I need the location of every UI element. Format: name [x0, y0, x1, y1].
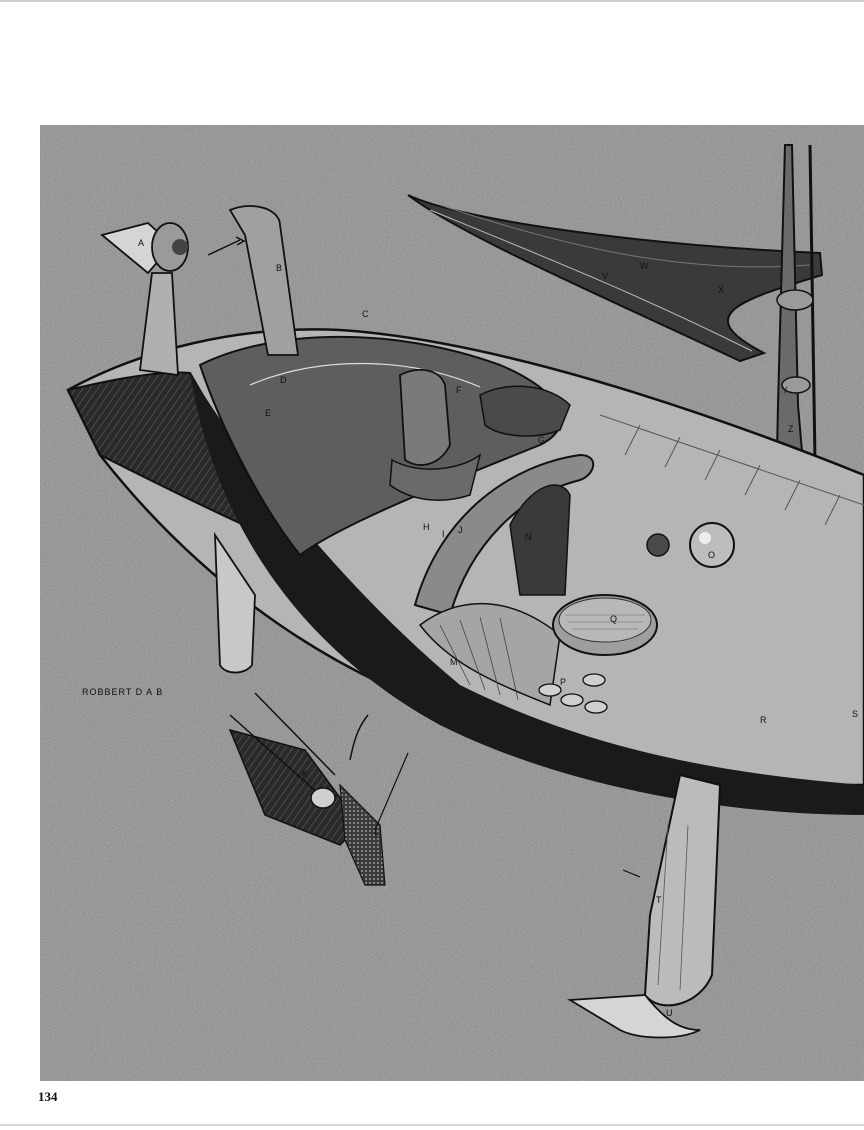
callout-z: Z	[788, 424, 794, 434]
callout-u: U	[666, 1008, 673, 1018]
page-number: 134	[38, 1089, 58, 1104]
callout-o: O	[708, 550, 715, 560]
bottom-rule	[0, 1124, 864, 1126]
cabin-floor	[418, 602, 561, 707]
callout-q: Q	[610, 614, 617, 624]
callout-labels: A B C D E F G H I J K L M N O P Q R S T …	[138, 238, 858, 1018]
pilot-seat	[399, 368, 451, 466]
callout-b: B	[276, 263, 282, 273]
left-foil	[213, 531, 256, 674]
illustration-plate: A B C D E F G H I J K L M N O P Q R S T …	[40, 125, 864, 1081]
cutaway-craft-illustration: A B C D E F G H I J K L M N O P Q R S T …	[40, 125, 864, 1081]
cockpit	[198, 335, 562, 557]
nose-stalk	[138, 272, 179, 377]
hull-keel-band	[190, 373, 864, 815]
deck-planks	[599, 414, 864, 526]
foil-tip	[567, 994, 701, 1039]
top-rule	[0, 0, 864, 2]
callout-l: L	[374, 827, 379, 837]
callout-w: W	[640, 261, 649, 271]
tall-fin	[228, 205, 300, 356]
callout-e: E	[265, 408, 271, 418]
callout-s: S	[852, 709, 858, 719]
callout-k: K	[302, 769, 308, 779]
callout-x: X	[718, 285, 724, 295]
instrument-console	[479, 385, 571, 437]
detail-inset	[228, 692, 409, 886]
cabin-arch	[413, 453, 595, 617]
callout-g: G	[538, 435, 545, 445]
callout-r: R	[760, 715, 767, 725]
sail-boom	[407, 194, 824, 363]
callout-a: A	[138, 238, 144, 248]
callout-p: P	[560, 677, 566, 687]
callout-j: J	[458, 525, 463, 535]
containers	[538, 673, 608, 714]
callout-n: N	[525, 532, 532, 542]
callout-i: I	[442, 529, 445, 539]
callout-y: Y	[782, 385, 788, 395]
callout-d: D	[280, 375, 287, 385]
sphere-fitting	[689, 522, 735, 568]
callout-t: T	[656, 895, 662, 905]
callout-f: F	[456, 385, 462, 395]
callout-h: H	[423, 522, 430, 532]
callout-c: C	[362, 309, 369, 319]
callout-m: M	[450, 657, 458, 667]
callout-v: V	[602, 271, 608, 281]
artist-signature: ROBBERT D A B	[82, 687, 163, 697]
